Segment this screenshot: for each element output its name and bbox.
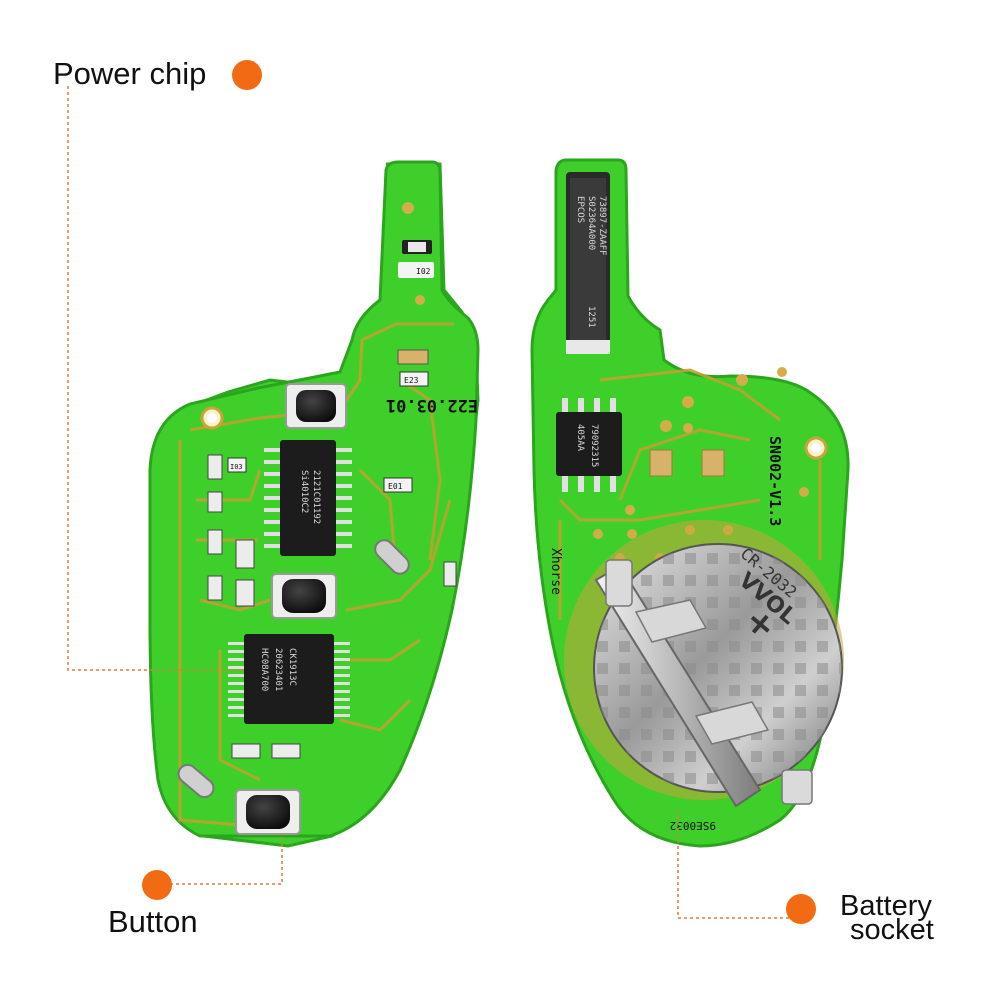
chip2-line1: HC08A700 xyxy=(259,648,269,691)
eeprom-line2: 79092315 xyxy=(589,424,599,467)
antenna-line1: EPCOS xyxy=(575,196,585,223)
chip1-line1: Si4010C2 xyxy=(299,470,309,513)
callout-battery-line2: socket xyxy=(850,914,934,946)
battery-socket: VVOL CR-2032 + 9SE0032 xyxy=(564,520,844,832)
marker-dot-battery xyxy=(786,894,816,924)
brand-silk: Xhorse xyxy=(548,548,563,595)
front-button-middle xyxy=(271,573,337,619)
antenna-line3: 73897-ZAAFF xyxy=(597,196,607,256)
front-button-bottom xyxy=(235,789,301,835)
front-chip-hc08: HC08A700 20623401 CK1913C xyxy=(228,634,350,724)
chip2-line3: CK1913C xyxy=(287,648,297,686)
label-i03: I03 xyxy=(230,463,243,471)
antenna-line4: 1251 xyxy=(586,306,596,328)
date-code: E22.03.01 xyxy=(386,395,478,415)
antenna-line2: S02364A000 xyxy=(586,196,596,250)
back-chip-eeprom: 405AA 79092315 xyxy=(556,398,622,492)
front-board: I02 E23 E01 I03 E22.03.01 xyxy=(148,160,480,848)
edge-code: 9SE0032 xyxy=(670,819,716,832)
chip1-line2: 2121C01192 xyxy=(311,470,321,524)
callout-power-chip: Power chip xyxy=(53,56,207,91)
marker-dot-power-chip xyxy=(232,60,262,90)
antenna-module: EPCOS S02364A000 73897-ZAAFF 1251 xyxy=(566,172,610,354)
label-e23: E23 xyxy=(404,376,419,385)
leader-power-chip xyxy=(67,86,244,671)
front-button-top xyxy=(285,383,347,429)
callout-battery-line1: Battery xyxy=(840,890,932,922)
chip2-line2: 20623401 xyxy=(273,648,283,691)
leader-button xyxy=(170,836,283,885)
callout-button: Button xyxy=(108,904,198,939)
leader-battery xyxy=(677,810,790,919)
eeprom-line1: 405AA xyxy=(575,424,585,452)
front-chip-si4010: Si4010C2 2121C01192 xyxy=(264,440,352,556)
back-board: EPCOS S02364A000 73897-ZAAFF 1251 405AA … xyxy=(530,158,850,848)
label-i02: I02 xyxy=(416,267,431,276)
board-model: SN002-V1.3 xyxy=(766,436,784,526)
leader-lines xyxy=(67,86,790,919)
label-e01: E01 xyxy=(388,482,403,491)
marker-dot-button xyxy=(142,870,172,900)
